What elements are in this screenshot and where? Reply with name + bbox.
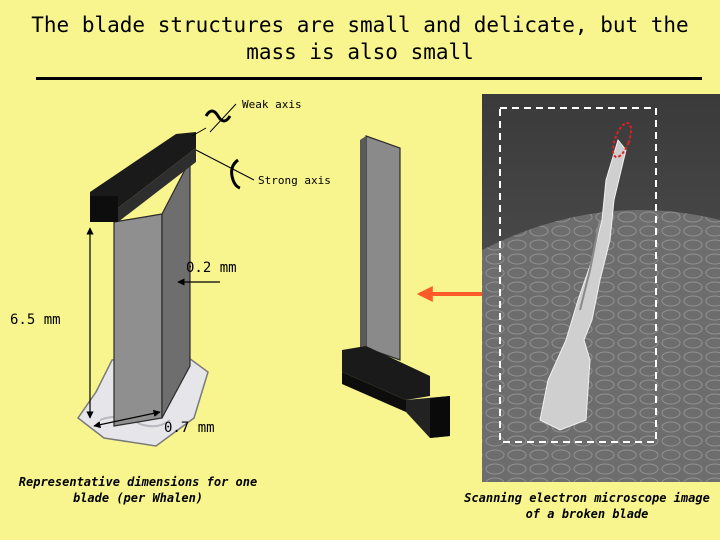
- title-underline: [36, 77, 702, 80]
- right-caption: Scanning electron microscope image of a …: [464, 491, 710, 521]
- strong-axis-icon: [195, 149, 255, 190]
- slide-title: The blade structures are small and delic…: [31, 13, 689, 64]
- left-caption: Representative dimensions for one blade …: [18, 475, 258, 505]
- weak-axis-icon: [191, 103, 237, 137]
- width-label: 0.7 mm: [164, 420, 215, 436]
- blade-middle: [342, 135, 450, 438]
- width-arrow: [93, 409, 161, 429]
- strong-axis-label: Strong axis: [258, 174, 331, 187]
- height-label: 6.5 mm: [10, 312, 61, 328]
- weak-axis-label: Weak axis: [242, 98, 302, 111]
- sem-image: [482, 94, 720, 482]
- thickness-label: 0.2 mm: [186, 260, 237, 276]
- blade-left: [90, 132, 196, 427]
